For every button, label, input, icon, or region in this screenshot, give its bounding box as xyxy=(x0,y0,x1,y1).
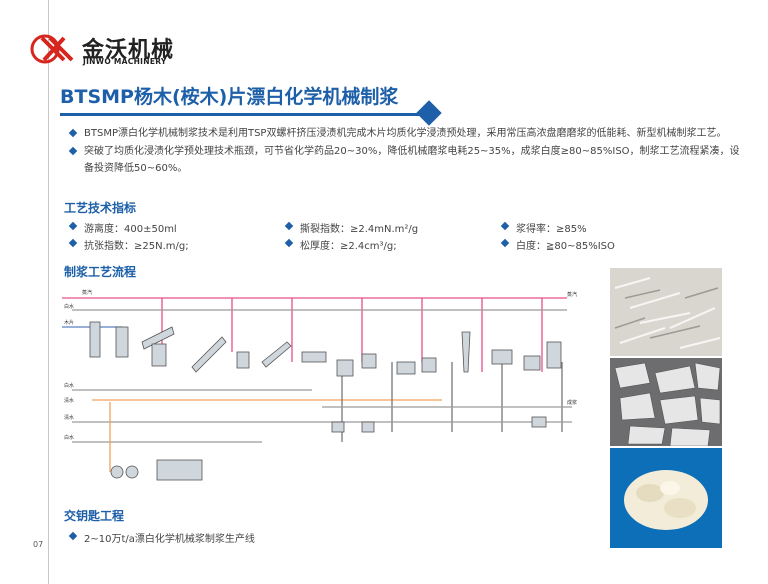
jinwo-logo-icon xyxy=(30,34,74,64)
title-underline xyxy=(60,113,428,116)
spec-item: 抗张指数：≥25N.m/g; xyxy=(68,237,189,252)
spec-item: 撕裂指数：≥2.4mN.m²/g xyxy=(284,220,419,235)
spec-text: 抗张指数：≥25N.m/g; xyxy=(84,241,189,252)
diamond-bullet-icon xyxy=(500,221,510,231)
label-clear-water-2: 清水 xyxy=(64,397,74,404)
bleached-pulp-image xyxy=(610,448,722,548)
label-chips: 木片 xyxy=(64,319,74,326)
intro-list: BTSMP漂白化学机械制浆技术是利用TSP双螺杆挤压浸渍机完成木片均质化学浸渍预… xyxy=(68,125,748,178)
specs-title: 工艺技术指标 xyxy=(64,201,137,215)
page-title-block: BTSMP杨木(桉木)片漂白化学机械制浆 xyxy=(60,82,445,126)
label-white-water-1: 白水 xyxy=(64,303,74,310)
wood-chips-photo xyxy=(610,268,722,356)
diamond-bullet-icon xyxy=(68,531,78,541)
label-white-water-2: 白水 xyxy=(64,382,74,389)
title-diamond-decoration xyxy=(416,100,442,126)
label-finished-pulp: 成浆 xyxy=(567,399,577,406)
intro-text: 突破了均质化浸渍化学预处理技术瓶颈，可节省化学药品20~30%，降低机械磨浆电耗… xyxy=(84,146,740,174)
logo-name-en: JINWO MACHINERY xyxy=(83,57,167,66)
wood-pieces-image xyxy=(610,358,722,446)
spec-text: 撕裂指数：≥2.4mN.m²/g xyxy=(300,224,419,235)
page-title: BTSMP杨木(桉木)片漂白化学机械制浆 xyxy=(60,86,399,108)
spec-item: 松厚度：≥2.4cm³/g; xyxy=(284,237,397,252)
diamond-bullet-icon xyxy=(68,221,78,231)
intro-item: 突破了均质化浸渍化学预处理技术瓶颈，可节省化学药品20~30%，降低机械磨浆电耗… xyxy=(68,143,748,177)
intro-text: BTSMP漂白化学机械制浆技术是利用TSP双螺杆挤压浸渍机完成木片均质化学浸渍预… xyxy=(84,128,727,139)
spec-item: 浆得率：≥85% xyxy=(500,220,587,235)
diamond-bullet-icon xyxy=(68,238,78,248)
page-margin-line xyxy=(48,0,49,584)
intro-item: BTSMP漂白化学机械制浆技术是利用TSP双螺杆挤压浸渍机完成木片均质化学浸渍预… xyxy=(68,125,748,142)
diamond-bullet-icon xyxy=(284,221,294,231)
diamond-bullet-icon xyxy=(68,146,78,156)
turnkey-text: 2~10万t/a漂白化学机械浆制浆生产线 xyxy=(84,534,255,545)
spec-text: 游离度：400±50ml xyxy=(84,224,177,235)
process-title: 制浆工艺流程 xyxy=(64,265,137,279)
wood-pieces-photo xyxy=(610,358,722,446)
turnkey-item: 2~10万t/a漂白化学机械浆制浆生产线 xyxy=(68,530,255,545)
label-clear-water-1: 清水 xyxy=(64,414,74,421)
label-white-water-3: 白水 xyxy=(64,434,74,441)
label-steam-top: 蒸汽 xyxy=(82,289,92,296)
spec-text: 白度：≧80~85%ISO xyxy=(516,241,615,252)
label-steam-right: 蒸汽 xyxy=(567,291,577,298)
wood-chips-image xyxy=(610,268,722,356)
page-number: 07 xyxy=(33,540,44,549)
spec-item: 白度：≧80~85%ISO xyxy=(500,237,615,252)
spec-item: 游离度：400±50ml xyxy=(68,220,177,235)
spec-text: 松厚度：≥2.4cm³/g; xyxy=(300,241,397,252)
bleached-pulp-photo xyxy=(610,448,722,548)
process-flow-diagram: 蒸汽 木片 白水 蒸汽 白水 清水 白水 清水 成浆 xyxy=(62,289,577,481)
diamond-bullet-icon xyxy=(284,238,294,248)
turnkey-title: 交钥匙工程 xyxy=(64,509,125,523)
spec-text: 浆得率：≥85% xyxy=(516,224,587,235)
logo-name-cn: 金沃机械 xyxy=(82,38,175,63)
diamond-bullet-icon xyxy=(68,128,78,138)
diamond-bullet-icon xyxy=(500,238,510,248)
